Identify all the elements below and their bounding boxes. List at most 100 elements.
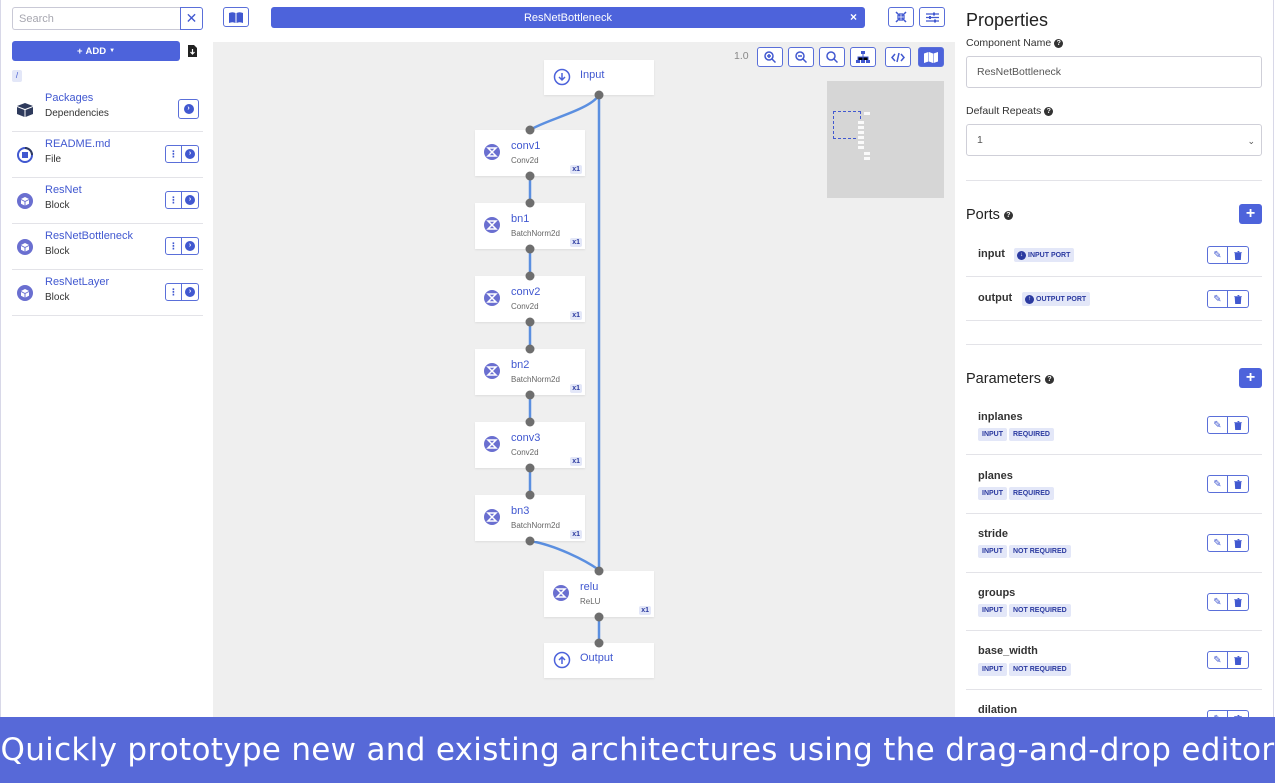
port-dot[interactable] <box>525 536 535 546</box>
layer-icon <box>484 290 500 306</box>
port-dot[interactable] <box>525 271 535 281</box>
repeat-badge: x1 <box>570 530 582 539</box>
port-dot[interactable] <box>594 638 604 648</box>
node-output[interactable]: Output <box>544 643 654 678</box>
help-icon[interactable]: ? <box>1044 374 1054 384</box>
list-item-readme[interactable]: README.md File ⋮ › <box>12 132 203 178</box>
list-item-packages[interactable]: Packages Dependencies › <box>12 86 203 132</box>
add-port-button[interactable]: + <box>1239 204 1262 224</box>
parameter-name: planes <box>978 470 1013 482</box>
code-view-button[interactable] <box>885 47 911 67</box>
edit-button[interactable]: ✎ <box>1207 416 1228 434</box>
more-button[interactable]: ⋮ <box>165 191 182 209</box>
port-dot[interactable] <box>525 198 535 208</box>
layer-icon <box>484 509 500 525</box>
edit-button[interactable]: ✎ <box>1207 534 1228 552</box>
clear-search-button[interactable]: ✕ <box>180 7 203 30</box>
port-dot[interactable] <box>594 90 604 100</box>
add-button[interactable]: + ADD ▼ <box>12 41 180 61</box>
default-repeats-select[interactable]: 1 ⌄ <box>966 124 1262 156</box>
more-button[interactable]: ⋮ <box>165 237 182 255</box>
zoom-fit-button[interactable] <box>819 47 845 67</box>
add-parameter-button[interactable]: + <box>1239 368 1262 388</box>
open-button[interactable]: › <box>182 145 199 163</box>
list-item-resnetlayer[interactable]: ResNetLayer Block ⋮ › <box>12 270 203 316</box>
layer-icon <box>484 217 500 233</box>
collapse-button[interactable] <box>888 7 914 27</box>
minimap-viewport[interactable] <box>833 111 861 139</box>
edit-button[interactable]: ✎ <box>1207 593 1228 611</box>
tab-resnetbottleneck[interactable]: ResNetBottleneck × <box>271 7 865 28</box>
more-button[interactable]: ⋮ <box>165 145 182 163</box>
search-input[interactable] <box>12 7 180 30</box>
node-bn3[interactable]: bn3 BatchNorm2d x1 <box>475 495 585 541</box>
help-icon[interactable]: ? <box>1003 210 1013 220</box>
help-icon[interactable]: ? <box>1044 106 1054 116</box>
port-dot[interactable] <box>525 244 535 254</box>
edit-button[interactable]: ✎ <box>1207 290 1228 308</box>
path-breadcrumb[interactable]: / <box>12 70 22 82</box>
port-dot[interactable] <box>525 171 535 181</box>
settings-button[interactable] <box>919 7 945 27</box>
more-button[interactable]: ⋮ <box>165 283 182 301</box>
sliders-icon <box>925 12 939 22</box>
edit-button[interactable]: ✎ <box>1207 651 1228 669</box>
node-conv1[interactable]: conv1 Conv2d x1 <box>475 130 585 176</box>
node-name: conv1 <box>511 140 541 152</box>
port-dot[interactable] <box>525 125 535 135</box>
open-button[interactable]: › <box>182 283 199 301</box>
node-bn1[interactable]: bn1 BatchNorm2d x1 <box>475 203 585 249</box>
delete-button[interactable] <box>1228 475 1249 493</box>
node-bn2[interactable]: bn2 BatchNorm2d x1 <box>475 349 585 395</box>
node-conv3[interactable]: conv3 Conv2d x1 <box>475 422 585 468</box>
port-dot[interactable] <box>525 417 535 427</box>
parameter-name: inplanes <box>978 411 1023 423</box>
component-name-input[interactable] <box>966 56 1262 88</box>
parameter-badge: REQUIRED <box>1009 428 1054 441</box>
parameter-row-inplanes: inplanes INPUT REQUIRED ✎ <box>966 396 1262 455</box>
layer-icon <box>553 585 569 601</box>
delete-button[interactable] <box>1228 651 1249 669</box>
list-item-resnet[interactable]: ResNet Block ⋮ › <box>12 178 203 224</box>
delete-button[interactable] <box>1228 710 1249 717</box>
edit-button[interactable]: ✎ <box>1207 246 1228 264</box>
port-dot[interactable] <box>525 490 535 500</box>
delete-button[interactable] <box>1228 593 1249 611</box>
zoom-in-button[interactable] <box>757 47 783 67</box>
parameter-name: groups <box>978 587 1016 599</box>
open-button[interactable]: › <box>182 191 199 209</box>
node-relu[interactable]: relu ReLU x1 <box>544 571 654 617</box>
node-type: ReLU <box>580 597 601 606</box>
delete-button[interactable] <box>1228 246 1249 264</box>
close-tab-button[interactable]: × <box>849 10 857 24</box>
minimap-toggle-button[interactable] <box>918 47 944 67</box>
node-input[interactable]: Input <box>544 60 654 95</box>
edit-button[interactable]: ✎ <box>1207 475 1228 493</box>
port-dot[interactable] <box>594 612 604 622</box>
list-item-resnetbottleneck[interactable]: ResNetBottleneck Block ⋮ › <box>12 224 203 270</box>
zoom-out-button[interactable] <box>788 47 814 67</box>
delete-button[interactable] <box>1228 416 1249 434</box>
open-button[interactable]: › <box>178 99 199 119</box>
port-dot[interactable] <box>525 317 535 327</box>
docs-button[interactable] <box>223 7 249 27</box>
edit-button[interactable]: ✎ <box>1207 710 1228 717</box>
port-dot[interactable] <box>594 566 604 576</box>
item-type: Block <box>45 200 70 211</box>
port-dot[interactable] <box>525 344 535 354</box>
delete-button[interactable] <box>1228 534 1249 552</box>
node-conv2[interactable]: conv2 Conv2d x1 <box>475 276 585 322</box>
port-dot[interactable] <box>525 390 535 400</box>
import-file-button[interactable] <box>182 41 202 61</box>
open-button[interactable]: › <box>182 237 199 255</box>
delete-button[interactable] <box>1228 290 1249 308</box>
block-icon <box>15 283 35 303</box>
port-type-badge: ↑ OUTPUT PORT <box>1022 292 1091 306</box>
auto-layout-button[interactable] <box>850 47 876 67</box>
help-icon[interactable]: ? <box>1054 38 1064 48</box>
minimap[interactable] <box>827 81 944 198</box>
minimap-node <box>864 112 870 115</box>
port-dot[interactable] <box>525 463 535 473</box>
panel-title: Properties <box>966 10 1049 30</box>
minimap-node <box>858 136 864 139</box>
